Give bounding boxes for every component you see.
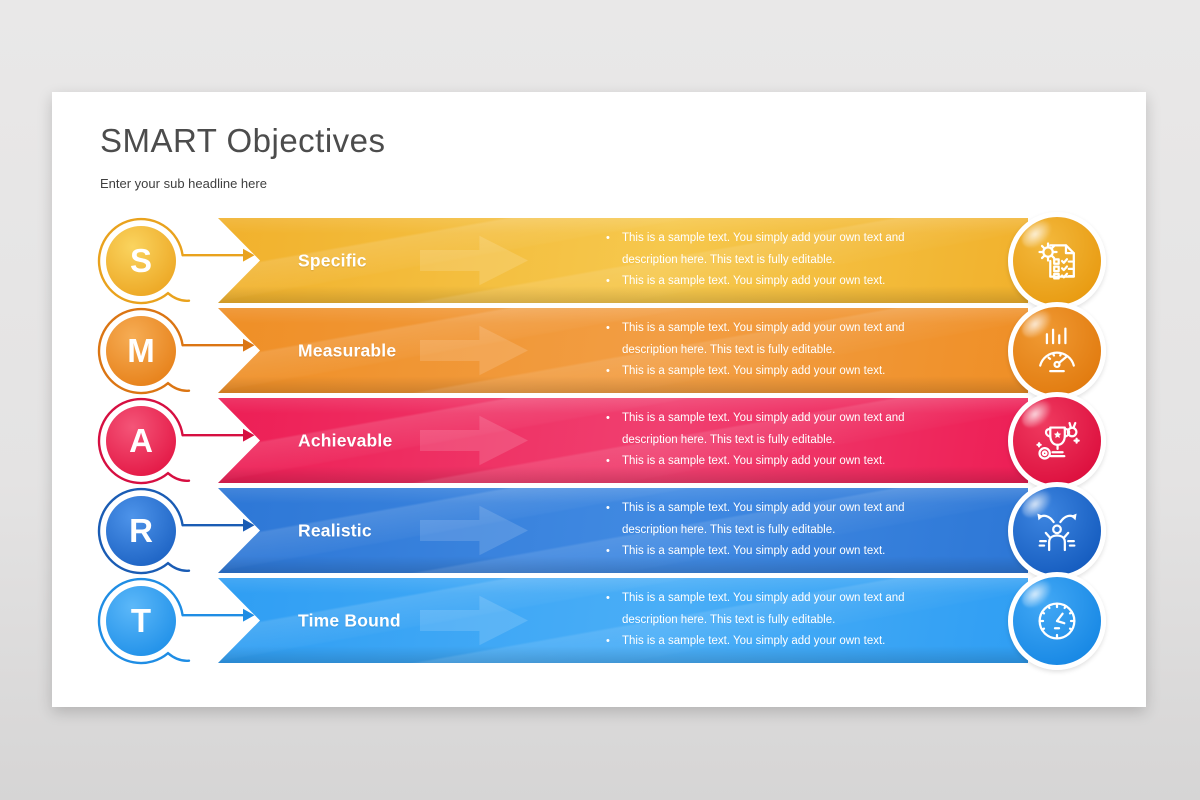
connector-arrow [97,307,255,394]
bullet-item: This is a sample text. You simply add yo… [606,588,927,631]
smart-row-specific: S Specific This is a sample text. You si… [52,211,1146,310]
ghost-arrow-icon [420,325,528,376]
banner: Achievable This is a sample text. You si… [218,398,1028,483]
ghost-arrow-icon [420,505,528,556]
bullet-item: This is a sample text. You simply add yo… [606,541,927,563]
trophy-achievement-icon [1036,421,1080,460]
connector-arrow [97,217,255,304]
letter: S [129,241,152,279]
smart-row-achievable: A Achievable This is a sample text. You … [52,391,1146,490]
bullet-item: This is a sample text. You simply add yo… [606,228,927,271]
icon-badge [1008,301,1106,400]
row-label: Achievable [298,430,393,450]
icon-badge [1008,391,1106,490]
banner: Time Bound This is a sample text. You si… [218,578,1028,663]
banner: Realistic This is a sample text. You sim… [218,488,1028,573]
bullet-list: This is a sample text. You simply add yo… [606,308,927,393]
bullet-item: This is a sample text. You simply add yo… [606,408,927,451]
page-subtitle: Enter your sub headline here [100,176,267,191]
ghost-arrow-icon [420,415,528,466]
checklist-gear-icon [1038,241,1075,279]
bullet-item: This is a sample text. You simply add yo… [606,631,927,653]
letter-badge: A [106,405,176,476]
bullet-list: This is a sample text. You simply add yo… [606,218,927,303]
ghost-arrow-icon [420,235,528,286]
row-label: Measurable [298,340,397,360]
ghost-arrow-icon [420,595,528,646]
row-label: Realistic [298,520,372,540]
icon-badge [1008,211,1106,310]
page-title: SMART Objectives [100,122,386,159]
row-label: Specific [298,250,367,270]
bullet-item: This is a sample text. You simply add yo… [606,318,927,361]
letter: R [129,511,153,549]
banner: Specific This is a sample text. You simp… [218,218,1028,303]
smart-row-measurable: M Measurable This is a sample text. You … [52,301,1146,400]
slide: SMART Objectives Enter your sub headline… [52,92,1146,707]
connector-arrow [97,577,255,664]
connector-arrow [97,487,255,574]
smart-row-realistic: R Realistic This is a sample text. You s… [52,481,1146,580]
bullet-list: This is a sample text. You simply add yo… [606,488,927,573]
letter-badge: S [106,225,176,296]
letter: T [130,601,152,639]
gauge-chart-icon [1039,326,1075,372]
bullet-item: This is a sample text. You simply add yo… [606,271,927,293]
letter: A [129,421,153,459]
letter-badge: R [106,495,176,566]
banner: Measurable This is a sample text. You si… [218,308,1028,393]
bullet-list: This is a sample text. You simply add yo… [606,578,927,663]
connector-arrow [97,397,255,484]
bullet-item: This is a sample text. You simply add yo… [606,451,927,473]
smart-row-time-bound: T Time Bound This is a sample text. You … [52,571,1146,670]
letter-badge: T [106,585,176,656]
letter: M [127,331,155,369]
person-options-icon [1037,513,1077,551]
row-label: Time Bound [298,610,401,630]
bullet-item: This is a sample text. You simply add yo… [606,361,927,383]
icon-badge [1008,571,1106,670]
bullet-list: This is a sample text. You simply add yo… [606,398,927,483]
letter-badge: M [106,315,176,386]
clock-icon [1038,602,1076,639]
bullet-item: This is a sample text. You simply add yo… [606,498,927,541]
icon-badge [1008,481,1106,580]
